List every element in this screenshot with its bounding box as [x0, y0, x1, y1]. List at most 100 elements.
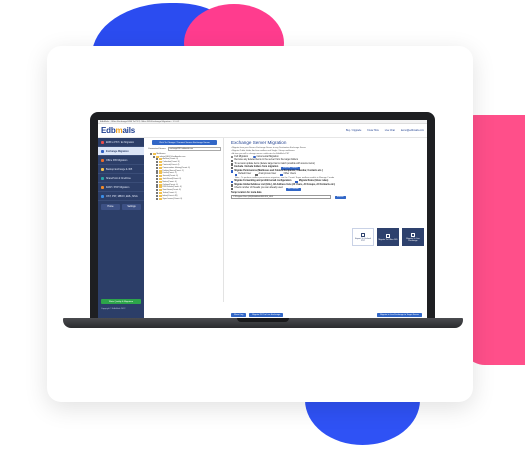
- checkbox[interactable]: [156, 180, 158, 183]
- tree-item[interactable]: Journal(Count: 0): [156, 175, 221, 178]
- tree-item[interactable]: Notes(Count: 0): [156, 180, 221, 183]
- sidebar-item-ost-pst[interactable]: OST, PST, MBOX, EML, MSG: [98, 192, 144, 201]
- checkbox[interactable]: [156, 194, 158, 197]
- sidebar-item-imap[interactable]: IMAP / POP Migration: [98, 183, 144, 192]
- tree-label: Deleted Items(Count: 1): [162, 169, 184, 172]
- checkbox[interactable]: [156, 172, 158, 175]
- tree-label: Outbox(Count: 0): [162, 183, 178, 186]
- settings-button[interactable]: Settings: [122, 204, 141, 210]
- migrate-live-exchange-tile[interactable]: Migrate To Live Exchange: [402, 228, 424, 246]
- set-threads-button[interactable]: Set Threads: [285, 187, 301, 191]
- tree-item[interactable]: admin@EXCH.edbmails.com: [153, 155, 221, 158]
- auto-map-checkbox[interactable]: [231, 163, 234, 166]
- rules-checkbox[interactable]: [295, 180, 298, 184]
- info-bullet: • Migrate Public folder, Archive mailbox…: [231, 149, 295, 152]
- sidebar-item-exchange-migration[interactable]: Exchange Migration: [98, 147, 144, 156]
- full-migration-radio[interactable]: [231, 156, 234, 159]
- tree-item[interactable]: Inbox(Count: 48): [156, 194, 221, 197]
- checkbox[interactable]: [156, 158, 158, 161]
- migrate-pst-button[interactable]: Migrate PST to Live Exchange: [249, 312, 284, 318]
- checkbox[interactable]: [156, 186, 158, 189]
- tree-label: Archive(Count: 0): [162, 158, 179, 161]
- checkbox[interactable]: [156, 161, 158, 164]
- exclude-row: Exclude / Include folders from migration…: [231, 166, 422, 170]
- tree-label: Junk Email(Count: 0): [162, 178, 182, 181]
- permission-users-row: Default User Anonymous User Other Users: [231, 173, 422, 177]
- folder-icon: [153, 152, 156, 155]
- sidebar-item-label: EDB to PST / Ex Migration: [106, 140, 135, 144]
- migrate-target-server-button[interactable]: Migrate to Live Exchange to Target Serve…: [377, 312, 422, 318]
- folder-icon: [159, 189, 162, 192]
- home-button[interactable]: Home: [101, 204, 120, 210]
- browse-button[interactable]: Browse: [335, 195, 346, 199]
- tree-item[interactable]: Drafts(Count: 2): [156, 172, 221, 175]
- checkbox[interactable]: [153, 155, 155, 158]
- tree-label: RSS Feeds(Count: 0): [162, 186, 182, 189]
- sidebar-item-edb-to-pst[interactable]: EDB to PST / Ex Migration: [98, 138, 144, 147]
- status-banner[interactable]: Write Quality & Migration: [101, 299, 141, 304]
- migrate-office365-tile[interactable]: Migrate To Office 365: [377, 228, 399, 246]
- tile-label: Export To Outlook PST: [355, 237, 371, 242]
- connect-server-button[interactable]: Click To Change / Connect Source Exchang…: [152, 140, 217, 145]
- tree-item[interactable]: Tasks(Count: 0): [156, 192, 221, 195]
- checkbox[interactable]: [150, 152, 152, 155]
- checkbox[interactable]: [156, 192, 158, 195]
- sidebar-item-backup[interactable]: Backup Exchange & 365: [98, 165, 144, 174]
- export-pst-tile[interactable]: Export To Outlook PST: [352, 228, 374, 246]
- sidebar-bottom-buttons: Home Settings: [98, 201, 144, 213]
- default-user-checkbox[interactable]: [235, 174, 238, 177]
- tree-item[interactable]: Junk Email(Count: 0): [156, 178, 221, 181]
- permissions-checkbox[interactable]: [231, 170, 234, 173]
- show-log-button[interactable]: Show Log: [231, 312, 247, 318]
- folder-icon: [159, 172, 162, 175]
- remove-items-checkbox[interactable]: [231, 159, 234, 163]
- permissions-note: Note : To perform mailbox permissions mi…: [235, 177, 335, 180]
- temp-path-input[interactable]: C:\Program Files (x86)\EdbMails\REDIRS_H…: [231, 195, 331, 199]
- tree-root[interactable]: Mailboxes: [150, 152, 221, 156]
- checkbox[interactable]: [156, 178, 158, 181]
- checkbox[interactable]: [156, 189, 158, 192]
- exclude-select-button[interactable]: Exclude / Select: [281, 166, 300, 170]
- exclude-checkbox[interactable]: [231, 166, 234, 170]
- incremental-migration-label: Incremental Migration: [256, 155, 279, 158]
- checkbox[interactable]: [156, 175, 158, 178]
- checkbox[interactable]: [156, 166, 158, 169]
- page-title: Exchange Server Migration: [231, 140, 287, 145]
- tree-item[interactable]: Contacts(Count: 4): [156, 164, 221, 167]
- folder-icon: [159, 166, 162, 169]
- know-how-link[interactable]: Know How: [367, 129, 379, 132]
- sidebar-item-sharepoint[interactable]: SharePoint & OneDrive: [98, 174, 144, 183]
- tree-item[interactable]: Conversation History(Count: 0): [156, 166, 221, 169]
- gal-checkbox[interactable]: [231, 184, 234, 187]
- folder-icon: [159, 194, 162, 197]
- thread-checkbox[interactable]: [231, 187, 234, 191]
- incremental-migration-radio[interactable]: [253, 156, 256, 159]
- tree-item[interactable]: Sync Issues(Count: 0): [156, 197, 221, 200]
- folder-icon: [159, 197, 162, 200]
- tree-item[interactable]: Calendar(Count: 8): [156, 161, 221, 164]
- laptop-notch: [237, 318, 289, 322]
- checkbox[interactable]: [156, 164, 158, 167]
- tree-item[interactable]: Archive(Count: 0): [156, 158, 221, 161]
- checkbox[interactable]: [156, 183, 158, 186]
- anonymous-user-checkbox[interactable]: [255, 174, 258, 177]
- other-users-checkbox[interactable]: [280, 174, 283, 177]
- live-chat-link[interactable]: Live Chat: [384, 129, 395, 132]
- default-user-label: Default User: [238, 173, 252, 176]
- tree-item[interactable]: Outbox(Count: 0): [156, 183, 221, 186]
- auto-map-label: To set auto update items (delete target …: [234, 162, 315, 165]
- tree-label: Inbox(Count: 48): [162, 194, 178, 197]
- forwarding-checkbox[interactable]: [231, 180, 234, 184]
- gal-label: Migrate Global Address List (GAL), All A…: [234, 183, 336, 186]
- buy-upgrade-link[interactable]: Buy / Upgrade: [346, 129, 362, 132]
- tree-item[interactable]: RSS Feeds(Count: 0): [156, 186, 221, 189]
- sidebar-item-office365[interactable]: Office 365 Migration: [98, 156, 144, 165]
- server-field[interactable]: exchange2019.edbmails.com: [167, 147, 221, 151]
- checkbox[interactable]: [156, 169, 158, 172]
- forwarding-label: Migrate Forwarding and prohibit email co…: [234, 180, 292, 183]
- sidebar-item-label: IMAP / POP Migration: [106, 185, 130, 189]
- account-email-link[interactable]: demo@edbmails.com: [400, 129, 424, 132]
- checkbox[interactable]: [156, 197, 158, 200]
- tree-item[interactable]: Sent Items(Count: 6): [156, 189, 221, 192]
- tree-item[interactable]: Deleted Items(Count: 1): [156, 169, 221, 172]
